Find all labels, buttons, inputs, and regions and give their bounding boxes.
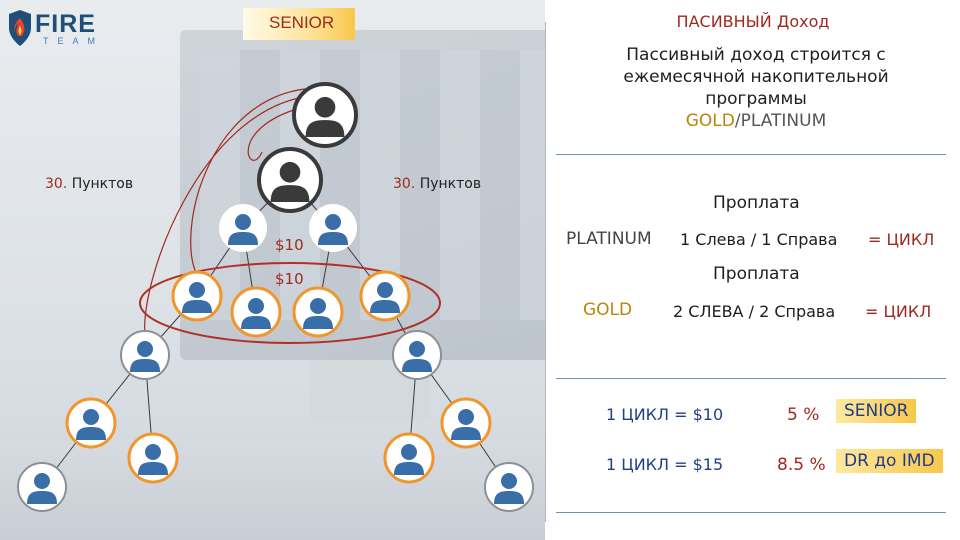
user-avatar-icon bbox=[182, 282, 212, 313]
node-level1-right bbox=[309, 204, 357, 252]
fire-team-logo: FIRE TEAM bbox=[5, 8, 105, 48]
node-level3-right bbox=[392, 330, 442, 380]
gold-cycle: = ЦИКЛ bbox=[865, 302, 932, 321]
proplata-heading-2: Проплата bbox=[713, 264, 800, 284]
user-avatar-icon bbox=[303, 298, 333, 329]
gold-label: GOLD bbox=[583, 300, 633, 320]
description-gold: GOLD bbox=[685, 111, 735, 131]
senior-badge-top: SENIOR bbox=[243, 8, 355, 40]
platinum-rule: 1 Слева / 1 Справа bbox=[680, 230, 838, 249]
background-desk bbox=[0, 440, 545, 540]
cycle-2-text: 1 ЦИКЛ = $15 bbox=[606, 455, 724, 474]
node-level2-left-inner bbox=[230, 286, 282, 338]
node-root bbox=[257, 147, 323, 213]
points-left-text: Пунктов bbox=[71, 176, 134, 192]
passive-income-description: Пассивный доход строится с ежемесячной н… bbox=[586, 44, 926, 132]
description-line-2: ежемесячной накопительной bbox=[623, 67, 889, 87]
node-level4-left-inner bbox=[127, 432, 179, 484]
highlight-ellipse bbox=[139, 262, 441, 344]
user-avatar-icon bbox=[228, 214, 258, 245]
description-programs: GOLD/PLATINUM bbox=[586, 110, 926, 132]
tree-lines bbox=[41, 179, 510, 488]
platinum-cycle: = ЦИКЛ bbox=[868, 230, 935, 249]
right-title: ПАСИВНЫЙ Доход bbox=[676, 12, 830, 31]
points-right-text: Пунктов bbox=[419, 176, 482, 192]
senior-badge: SENIOR bbox=[836, 399, 917, 423]
platinum-label: PLATINUM bbox=[566, 229, 652, 249]
points-right-number: 30. bbox=[393, 176, 416, 192]
description-platinum: PLATINUM bbox=[740, 111, 827, 131]
gold-rule: 2 СЛЕВА / 2 Справа bbox=[673, 302, 836, 321]
node-level2-left-outer bbox=[171, 270, 223, 322]
tree-nodes bbox=[17, 82, 534, 512]
user-avatar-icon bbox=[305, 96, 345, 137]
user-avatar-icon bbox=[494, 473, 524, 504]
fire-logo-icon bbox=[9, 10, 31, 46]
node-level4-right-outer bbox=[440, 397, 492, 449]
points-left-label: 30. Пунктов bbox=[45, 176, 133, 192]
divider-line bbox=[545, 22, 546, 522]
separator-2 bbox=[556, 378, 946, 379]
user-avatar-icon bbox=[130, 341, 160, 372]
money-label-top: $10 bbox=[275, 236, 304, 254]
binary-tree bbox=[17, 82, 534, 512]
points-right-label: 30. Пунктов bbox=[393, 176, 481, 192]
user-avatar-icon bbox=[370, 282, 400, 313]
node-level2-right-outer bbox=[359, 270, 411, 322]
money-label-mid: $10 bbox=[275, 270, 304, 288]
separator-1 bbox=[556, 154, 946, 155]
node-level5-right bbox=[484, 462, 534, 512]
points-left-number: 30. bbox=[45, 176, 68, 192]
logo-subtext: TEAM bbox=[43, 36, 105, 46]
user-avatar-icon bbox=[270, 161, 310, 202]
user-avatar-icon bbox=[402, 341, 432, 372]
logo-text: FIRE bbox=[35, 10, 96, 38]
description-line-1: Пассивный доход строится с bbox=[626, 45, 886, 65]
user-avatar-icon bbox=[27, 473, 57, 504]
background-photo bbox=[0, 0, 545, 540]
user-avatar-icon bbox=[394, 444, 424, 475]
user-avatar-icon bbox=[451, 409, 481, 440]
dr-imd-badge: DR до IMD bbox=[836, 449, 943, 473]
user-avatar-icon bbox=[138, 444, 168, 475]
node-root-top bbox=[292, 82, 358, 148]
separator-3 bbox=[556, 512, 946, 513]
cycle-1-text: 1 ЦИКЛ = $10 bbox=[606, 405, 724, 424]
node-level2-right-inner bbox=[292, 286, 344, 338]
node-level4-right-inner bbox=[383, 432, 435, 484]
user-avatar-icon bbox=[241, 298, 271, 329]
cycle-2-percent: 8.5 % bbox=[777, 455, 826, 475]
node-level4-left-outer bbox=[65, 397, 117, 449]
node-level3-left bbox=[120, 330, 170, 380]
user-avatar-icon bbox=[318, 214, 348, 245]
sponsor-arcs bbox=[144, 87, 319, 336]
proplata-heading-1: Проплата bbox=[713, 193, 800, 213]
cycle-1-percent: 5 % bbox=[787, 405, 820, 425]
description-slash: / bbox=[734, 111, 741, 131]
node-level5-left bbox=[17, 462, 67, 512]
node-level1-left bbox=[219, 204, 267, 252]
user-avatar-icon bbox=[76, 409, 106, 440]
description-line-3: программы bbox=[705, 89, 807, 109]
